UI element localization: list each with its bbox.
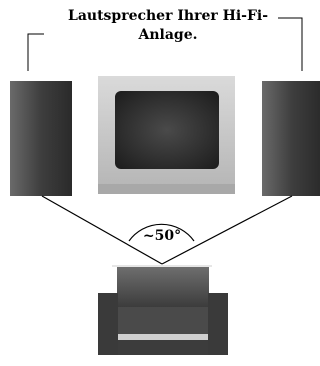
caption-bracket [27, 17, 303, 71]
caption-line-1: Lautsprecher Ihrer Hi-Fi- [68, 8, 268, 24]
angle-label: ~50° [143, 228, 181, 244]
left-speaker-icon [10, 81, 72, 196]
armchair-icon [98, 265, 228, 355]
listening-angle-lines [41, 195, 293, 265]
tv-icon [98, 76, 235, 194]
caption-line-2: Anlage. [137, 27, 197, 43]
right-speaker-icon [262, 81, 320, 196]
